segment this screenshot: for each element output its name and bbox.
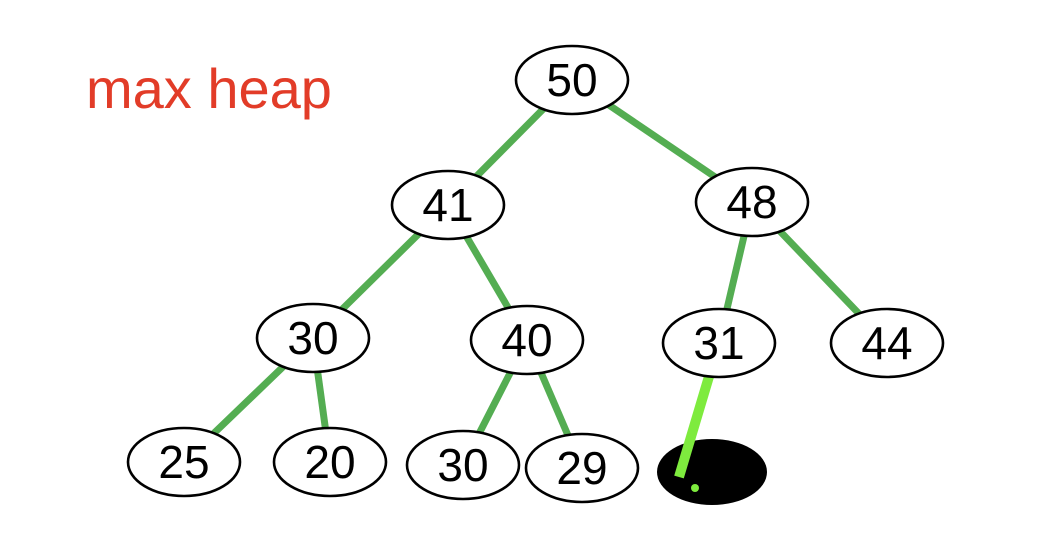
highlight-dot xyxy=(691,484,699,492)
node-label-29: 29 xyxy=(556,442,607,494)
node-label-41: 41 xyxy=(422,179,473,231)
node-ellipse-30B xyxy=(405,429,521,501)
node-label-30B: 30 xyxy=(437,439,488,491)
node-label-31: 31 xyxy=(693,317,744,369)
node-ellipse-40 xyxy=(469,304,585,376)
node-ellipse-25 xyxy=(126,426,242,498)
tree-node-50: 50 xyxy=(514,44,630,116)
node-ellipse-31 xyxy=(661,307,777,379)
node-ellipse-30L xyxy=(255,302,371,374)
node-label-25: 25 xyxy=(158,436,209,488)
node-label-30L: 30 xyxy=(287,312,338,364)
node-ellipse-48 xyxy=(694,166,810,238)
removed-node-hole xyxy=(657,439,767,505)
tree-node-20: 20 xyxy=(272,426,388,498)
node-label-50: 50 xyxy=(546,54,597,106)
node-label-44: 44 xyxy=(861,317,912,369)
tree-node-25: 25 xyxy=(126,426,242,498)
tree-node-44: 44 xyxy=(829,307,945,379)
node-label-20: 20 xyxy=(304,436,355,488)
tree-node-30B: 30 xyxy=(405,429,521,501)
node-ellipse-20 xyxy=(272,426,388,498)
node-ellipse-44 xyxy=(829,307,945,379)
tree-node-40: 40 xyxy=(469,304,585,376)
diagram-title: max heap xyxy=(86,57,332,120)
node-ellipse-41 xyxy=(390,169,506,241)
node-label-48: 48 xyxy=(726,176,777,228)
tree-node-48: 48 xyxy=(694,166,810,238)
node-ellipse-29 xyxy=(524,432,640,504)
tree-node-31: 31 xyxy=(661,307,777,379)
tree-node-41: 41 xyxy=(390,169,506,241)
node-ellipse-50 xyxy=(514,44,630,116)
tree-node-29: 29 xyxy=(524,432,640,504)
node-label-40: 40 xyxy=(501,314,552,366)
tree-node-30L: 30 xyxy=(255,302,371,374)
